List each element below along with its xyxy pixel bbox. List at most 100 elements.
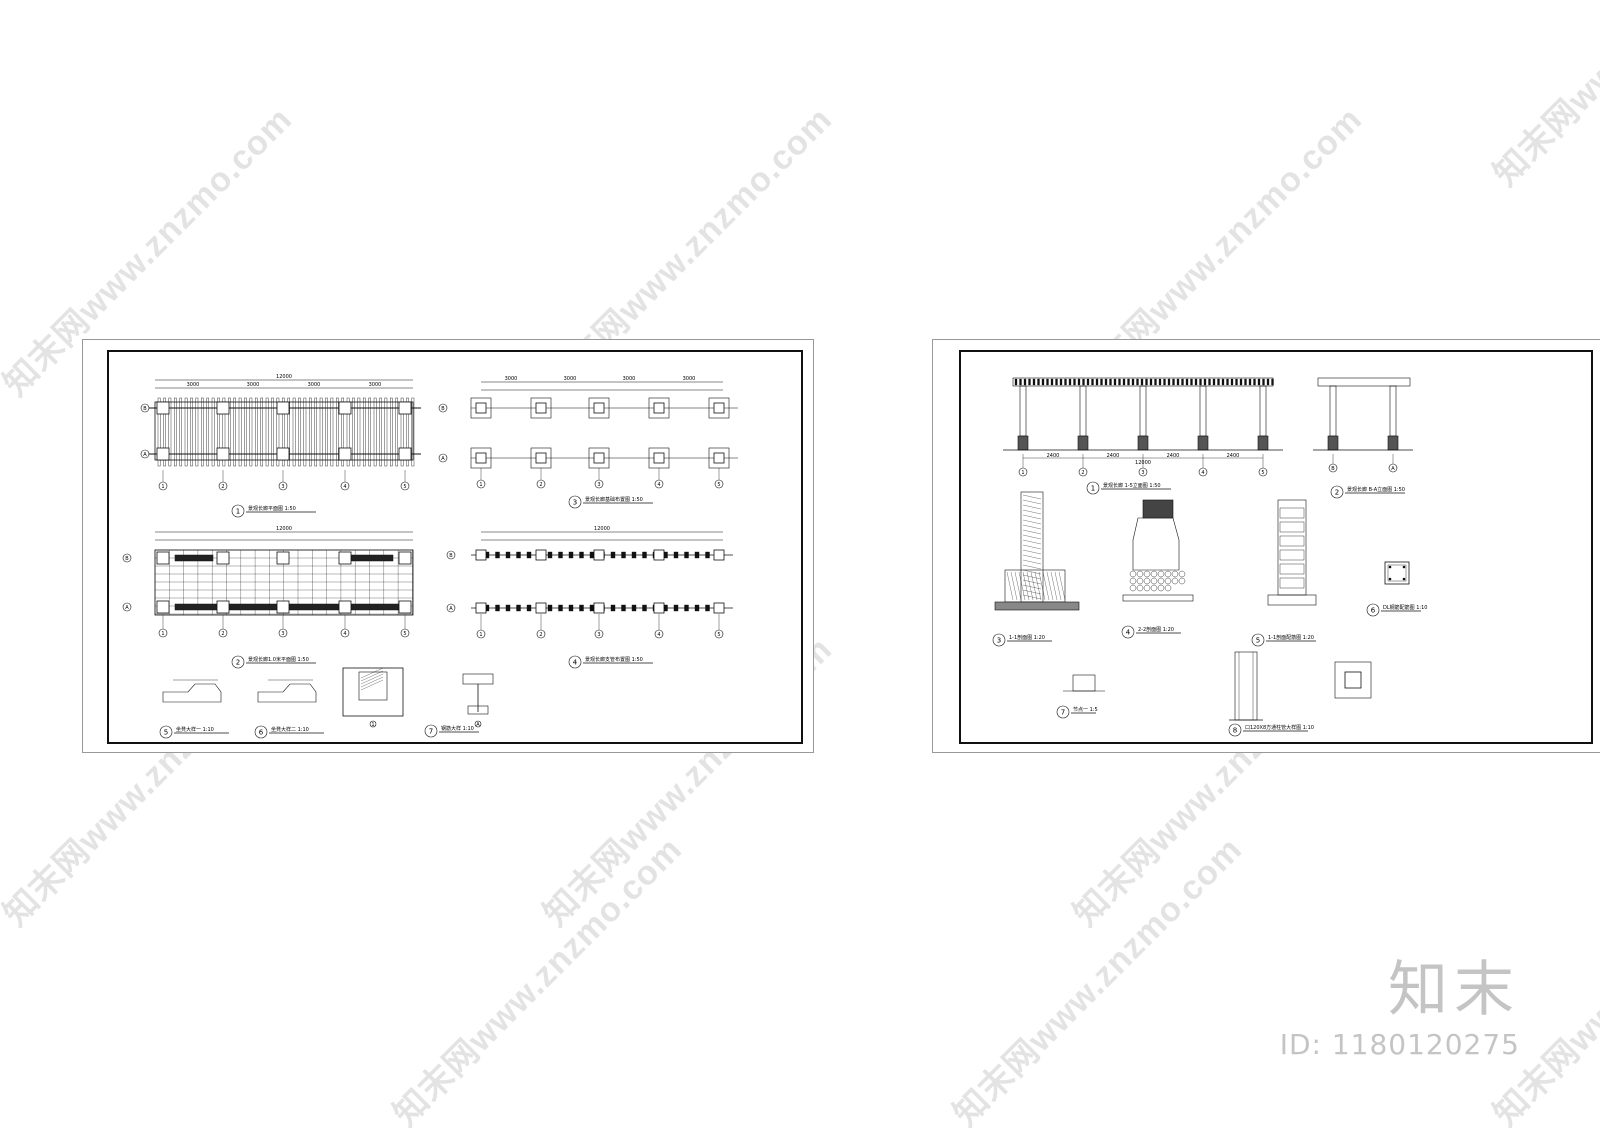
pipe-support xyxy=(516,604,521,612)
pipe-support xyxy=(495,551,500,559)
watermark-text: 知末网www.znzmo.com xyxy=(1486,0,1600,194)
grid-letter: B xyxy=(449,553,453,559)
bench-hatch xyxy=(174,554,214,562)
rafter-end xyxy=(1253,378,1256,386)
rafter-end xyxy=(1041,378,1045,386)
dimension-text: 12000 xyxy=(1135,460,1151,466)
drawing-number-bubble xyxy=(1056,705,1070,719)
slat xyxy=(249,397,253,467)
rafter-end xyxy=(1154,378,1157,386)
rafter-end xyxy=(1244,378,1247,386)
rebar-dot xyxy=(1388,565,1392,569)
brand-logo: 知末 xyxy=(1388,955,1520,1025)
rubble-stone xyxy=(1171,570,1179,578)
drawing-title: DL钢筋配筋图 1:10 xyxy=(1383,604,1427,611)
rubble-stone xyxy=(1129,570,1137,578)
pipe-support xyxy=(631,551,637,559)
bench-hatch xyxy=(344,554,394,562)
column xyxy=(713,452,725,464)
column-base xyxy=(1387,435,1399,451)
drawing-title: 景观长廊1.0米平面图 1:50 xyxy=(248,656,309,663)
hatch-line xyxy=(1010,571,1018,601)
hatch-line xyxy=(1022,519,1042,525)
slat xyxy=(271,397,274,467)
pergola-beam xyxy=(1317,377,1411,387)
pipe-support xyxy=(610,604,616,612)
column xyxy=(398,551,412,565)
grid-bubble xyxy=(1018,467,1028,477)
stirrup xyxy=(1279,535,1305,547)
stirrup xyxy=(1279,563,1305,575)
dimension-text: 3000 xyxy=(247,382,260,388)
grid-number: 4 xyxy=(657,482,660,488)
slat xyxy=(195,397,199,467)
dimension-text: 3000 xyxy=(308,382,321,388)
stirrup xyxy=(1279,577,1305,589)
rubble-stone xyxy=(1136,577,1144,585)
slat xyxy=(303,397,307,467)
hatch-line xyxy=(1018,571,1026,601)
grid-bubble xyxy=(140,403,150,413)
footing xyxy=(648,397,670,419)
rafter-end xyxy=(1185,378,1189,386)
grid-bubble xyxy=(438,453,448,463)
column-shaft xyxy=(1329,385,1337,437)
hatch-line xyxy=(1022,559,1042,565)
drawing-number: 2 xyxy=(1335,489,1339,497)
rafter-end xyxy=(1073,378,1076,386)
drawing-number: 6 xyxy=(259,729,264,737)
column xyxy=(535,402,547,414)
image-id: ID: 1180120275 xyxy=(1279,1028,1520,1061)
grid-number: 2 xyxy=(539,632,542,638)
rafter-end xyxy=(1266,378,1270,386)
column xyxy=(653,549,665,561)
pipe-support xyxy=(642,604,647,612)
rafter-end xyxy=(1172,378,1175,386)
hatch-line xyxy=(1030,571,1038,601)
grid-number: 4 xyxy=(657,632,660,638)
grid-bubble xyxy=(218,481,228,491)
rafter-end xyxy=(1104,378,1108,386)
column xyxy=(653,602,665,614)
slat xyxy=(179,397,182,467)
slat xyxy=(276,397,280,467)
dimension-text: 12000 xyxy=(276,526,292,532)
footing xyxy=(530,397,552,419)
slat xyxy=(222,397,226,467)
rafter-end xyxy=(1068,378,1072,386)
dimension-text: 2400 xyxy=(1107,453,1120,459)
column-shaft xyxy=(1199,385,1207,437)
pipe-support xyxy=(705,551,710,559)
column xyxy=(216,551,230,565)
rebar-detail-frame xyxy=(342,667,404,717)
rafter-end xyxy=(1028,378,1031,386)
hatch-line xyxy=(1042,571,1050,601)
rafter-end xyxy=(1230,378,1234,386)
grid-bubble xyxy=(536,479,546,489)
column-base xyxy=(1327,435,1339,451)
pipe-support xyxy=(631,604,637,612)
grid-bubble xyxy=(1078,467,1088,477)
grid-bubble xyxy=(122,553,132,563)
column-shaft xyxy=(1389,385,1397,437)
grid-number: 1 xyxy=(479,482,482,488)
pipe-support xyxy=(621,604,626,612)
pipe-support xyxy=(526,604,532,612)
grid-number: 2 xyxy=(539,482,542,488)
rubble-stone xyxy=(1150,570,1158,578)
rafter-end xyxy=(1122,378,1126,386)
slat xyxy=(206,397,209,467)
drawing-number: 4 xyxy=(573,659,578,667)
rafter-end xyxy=(1037,378,1040,386)
rubble-stone xyxy=(1171,577,1179,585)
dimension-text: 2400 xyxy=(1167,453,1180,459)
drawing-number: 4 xyxy=(1126,629,1131,637)
watermark-text: 知末网www.znzmo.com xyxy=(386,830,690,1134)
beam-section xyxy=(1384,561,1410,585)
grid-number: 3 xyxy=(281,484,284,490)
column xyxy=(535,602,547,614)
column-shaft xyxy=(1259,385,1267,437)
drawing-title: 1-1剖面配筋图 1:20 xyxy=(1268,634,1314,641)
